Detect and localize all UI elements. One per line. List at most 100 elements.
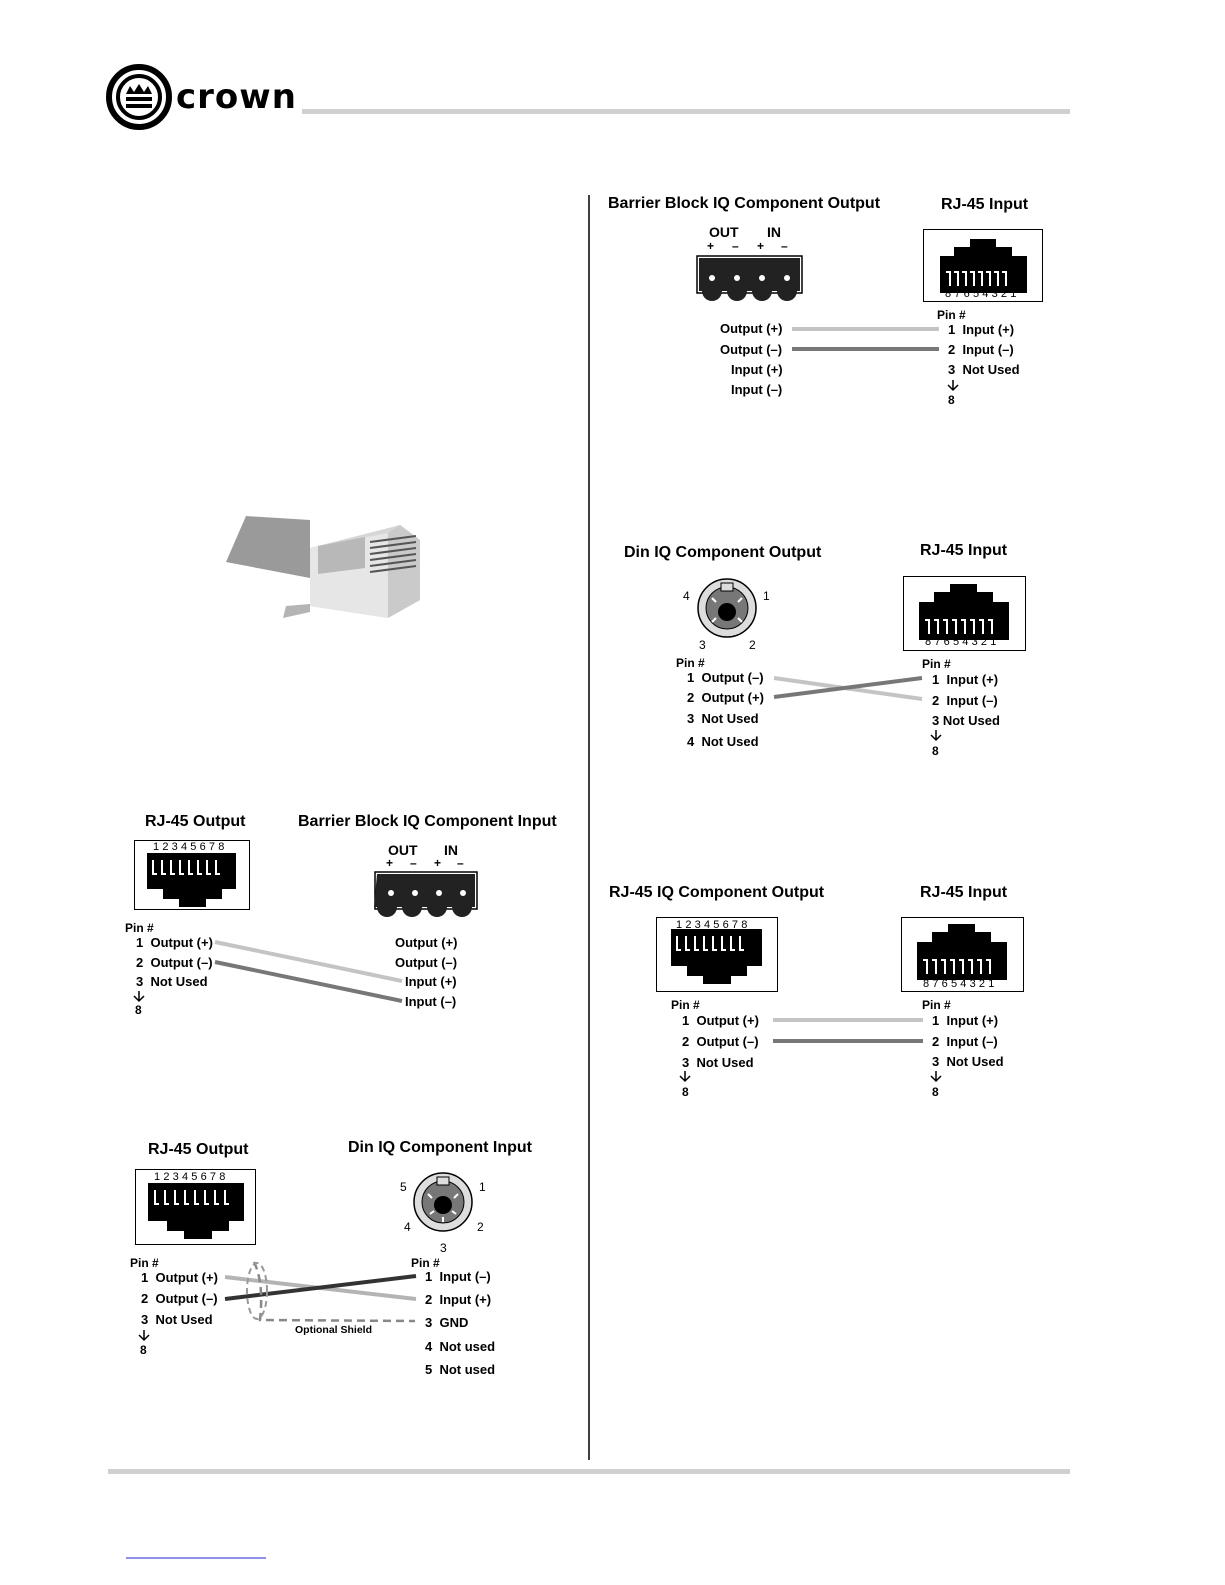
rj45-jack-bottom-right-icon — [917, 924, 1007, 980]
pin-label: 4 Not used — [425, 1339, 496, 1354]
crown-logo-icon — [106, 64, 172, 130]
din-pin-number: 3 — [440, 1241, 447, 1255]
down-arrow-icons — [133, 380, 959, 1342]
din-connector-icon — [413, 1172, 473, 1232]
diagram-title: RJ-45 Output — [145, 813, 246, 830]
pin-header: Pin # — [922, 998, 951, 1012]
din-pin-number: 2 — [477, 1220, 484, 1234]
pin-label: 3 Not Used — [136, 974, 208, 989]
rj45-output-box — [135, 1169, 256, 1245]
pin-label: 3 Not Used — [948, 362, 1020, 377]
pin-label: 1 Output (–) — [687, 670, 764, 685]
rj45-plug-out-bottom-right-icon — [671, 929, 762, 984]
pin-label: 1 Output (+) — [141, 1270, 218, 1285]
wire-label: Input (–) — [731, 382, 783, 397]
rj45-plug-out-left-icon — [147, 853, 236, 907]
pin-label: 1 Input (+) — [948, 322, 1015, 337]
pin-header: Pin # — [125, 921, 154, 935]
wire-label: Input (–) — [405, 994, 457, 1009]
rj45-input-box — [901, 917, 1024, 992]
rj45-input-box — [923, 229, 1043, 302]
pin-header: Pin # — [411, 1256, 440, 1270]
rj45-plug-out-lower-left-icon — [148, 1183, 244, 1239]
pin-end-label: 8 — [682, 1085, 689, 1099]
pin-header: Pin # — [671, 998, 700, 1012]
rj45-jack-middle-right-icon — [919, 584, 1009, 640]
pin-label: 3 GND — [425, 1315, 469, 1330]
wire-label: Output (+) — [720, 321, 783, 336]
pin-end-label: 8 — [135, 1003, 142, 1017]
pin-header: Pin # — [676, 656, 705, 670]
rj45-output-box — [134, 840, 250, 910]
block-in-label: IN — [444, 842, 458, 858]
pin-label: 3 Not Used — [682, 1055, 754, 1070]
rj45-plug-illustration-icon — [226, 516, 420, 618]
din-pin-number: 1 — [763, 589, 770, 603]
pin-label: 4 Not Used — [687, 734, 759, 749]
barrier-block-connector-icon — [696, 255, 803, 301]
pin-label: 3 Not Used — [932, 1054, 1004, 1069]
pin-label: 2 Input (–) — [932, 1034, 998, 1049]
pin-label: 3 Not Used — [687, 711, 759, 726]
header-rule — [302, 109, 1070, 114]
pin-label: 5 Not used — [425, 1362, 496, 1377]
pin-label: 2 Output (–) — [136, 955, 213, 970]
diagram-title: Barrier Block IQ Component Input — [298, 813, 557, 830]
diagram-title: RJ-45 IQ Component Output — [609, 884, 825, 901]
pin-label: 1 Output (+) — [682, 1013, 759, 1028]
pin-header: Pin # — [922, 657, 951, 671]
din-pin-number: 4 — [404, 1220, 411, 1234]
diagram-title: Barrier Block IQ Component Output — [608, 195, 881, 212]
wire-label: Output (+) — [395, 935, 458, 950]
rj45-output-box — [656, 917, 778, 992]
rj45-pin-numbers: 87654321 — [925, 636, 1000, 648]
block-in-label: IN — [767, 224, 781, 240]
barrier-block-connector-icon — [374, 871, 478, 917]
rj45-pin-numbers: 12345678 — [154, 1171, 229, 1183]
wire-label: Output (–) — [720, 342, 783, 357]
pin-label: 1 Input (+) — [932, 672, 999, 687]
diagram-title: Din IQ Component Output — [624, 544, 822, 561]
block-out-label: OUT — [709, 224, 739, 240]
din-connector-icon — [697, 578, 757, 638]
shield-label: Optional Shield — [295, 1324, 373, 1336]
pin-label: 3 Not Used — [932, 713, 1000, 728]
diagram-title: RJ-45 Output — [148, 1141, 249, 1158]
pin-end-label: 8 — [932, 1085, 939, 1099]
pin-end-label: 8 — [140, 1343, 147, 1357]
din-pin-number: 4 — [683, 589, 690, 603]
wires — [214, 327, 939, 1323]
pin-end-label: 8 — [948, 393, 955, 407]
pin-label: 2 Input (–) — [948, 342, 1014, 357]
wire-label: Output (–) — [395, 955, 458, 970]
rj45-pin-numbers: 12345678 — [153, 841, 228, 853]
pin-label: 1 Output (+) — [136, 935, 213, 950]
din-pin-number: 3 — [699, 638, 706, 652]
din-pin-number: 1 — [479, 1180, 486, 1194]
diagram-title: Din IQ Component Input — [348, 1139, 532, 1156]
diagram-title: RJ-45 Input — [941, 196, 1029, 213]
rj45-pin-numbers: 12345678 — [676, 919, 751, 931]
diagram-title: RJ-45 Input — [920, 884, 1008, 901]
diagram-title: RJ-45 Input — [920, 542, 1008, 559]
rj45-pin-numbers: 87654321 — [923, 978, 998, 990]
rj45-pin-numbers: 87654321 — [945, 288, 1020, 300]
pin-label: 2 Output (+) — [687, 690, 764, 705]
pin-label: 2 Input (+) — [425, 1292, 492, 1307]
pin-end-label: 8 — [932, 744, 939, 758]
rj45-input-box — [903, 576, 1026, 651]
brand-name: crown — [176, 77, 297, 117]
footer-rule — [108, 1469, 1070, 1474]
din-pin-number: 2 — [749, 638, 756, 652]
pin-label: 2 Input (–) — [932, 693, 998, 708]
pin-label: 2 Output (–) — [682, 1034, 759, 1049]
din-pin-number: 5 — [400, 1180, 407, 1194]
pin-label: 1 Input (+) — [932, 1013, 999, 1028]
wire-label: Input (+) — [405, 974, 457, 989]
rj45-jack-top-right-icon — [940, 239, 1027, 293]
pin-header: Pin # — [130, 1256, 159, 1270]
pin-label: 3 Not Used — [141, 1312, 213, 1327]
pin-header: Pin # — [937, 308, 966, 322]
wire-label: Input (+) — [731, 362, 783, 377]
